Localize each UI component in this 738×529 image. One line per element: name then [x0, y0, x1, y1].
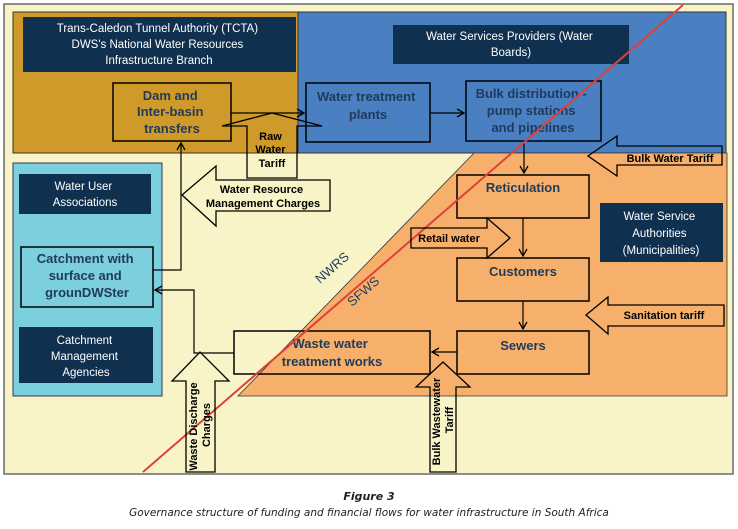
wua-label: Water User Associations: [19, 174, 151, 214]
svg-text:Bulk Wastewater Tariff: Bulk Wastewater Tariff: [431, 375, 456, 466]
waste-discharge-arrow: Waste Discharge Charges: [170, 351, 231, 473]
svg-text:Sanitation tariff: Sanitation tariff: [624, 310, 705, 322]
svg-text:Retail water: Retail water: [418, 233, 480, 245]
flow-catchment-to-dam: [153, 141, 186, 271]
tcta-label: Trans-Caledon Tunnel Authority (TCTA) DW…: [23, 17, 296, 72]
governance-diagram: Trans-Caledon Tunnel Authority (TCTA) DW…: [3, 3, 734, 475]
svg-text:Reticulation: Reticulation: [486, 180, 560, 195]
svg-text:Trans-Caledon Tunnel Authority: Trans-Caledon Tunnel Authority (TCTA) DW…: [57, 23, 262, 67]
svg-text:Water treatment plants: Water treatment plants: [317, 89, 419, 122]
node-dam: Dam and Inter-basin transfers: [112, 82, 232, 142]
node-catchment: Catchment with surface and grounDWSter: [20, 246, 154, 308]
svg-text:Customers: Customers: [489, 264, 557, 279]
wsp-label: Water Services Providers (Water Boards): [393, 25, 629, 64]
node-bulk-distribution: Bulk distribution - pump stations and pi…: [465, 80, 602, 142]
bulk-wastewater-arrow: Bulk Wastewater Tariff: [414, 361, 472, 473]
svg-text:Waste water treatment wo: Waste water treatment works: [282, 336, 382, 369]
nwrs-sfws-divider: [142, 4, 684, 473]
wsa-label: Water Service Authorities (Municipalitie…: [600, 203, 723, 262]
figure-title: Figure 3: [343, 490, 395, 503]
svg-text:Sewers: Sewers: [500, 338, 546, 353]
retail-water-arrow: Retail water: [410, 216, 511, 260]
svg-text:Water Service Authoritie: Water Service Authorities (Municipalitie…: [623, 211, 700, 257]
bulk-water-tariff-arrow: Bulk Water Tariff: [586, 134, 723, 178]
svg-text:Water User Associations: Water User Associations: [53, 181, 118, 209]
svg-text:Waste Discharge Charges: Waste Discharge Charges: [188, 379, 213, 470]
svg-text:Catchment with surface a: Catchment with surface and grounDWSter: [37, 251, 137, 300]
sanitation-tariff-arrow: Sanitation tariff: [584, 295, 725, 336]
raw-water-tariff-arrow: Raw Water Tariff: [221, 112, 323, 179]
svg-text:Water Resource Managemen: Water Resource Management Charges: [206, 184, 320, 210]
svg-text:Dam and Inter-basin: Dam and Inter-basin transfers: [137, 88, 207, 136]
svg-text:Catchment Management: Catchment Management Agencies: [51, 335, 121, 379]
svg-text:Bulk Water Tariff: Bulk Water Tariff: [627, 153, 714, 165]
figure-caption: Governance structure of funding and fina…: [129, 507, 609, 519]
cma-label: Catchment Management Agencies: [19, 327, 153, 383]
svg-text:Raw Water Tariff: Raw Water Tariff: [255, 131, 288, 170]
svg-text:Water Services Providers (Wate: Water Services Providers (Water Boards): [426, 31, 596, 59]
svg-text:Bulk distribution - pump: Bulk distribution - pump stations and pi…: [476, 86, 591, 135]
wrmc-arrow: Water Resource Management Charges: [181, 164, 331, 228]
flow-wwtw-to-catchment: [153, 285, 234, 354]
